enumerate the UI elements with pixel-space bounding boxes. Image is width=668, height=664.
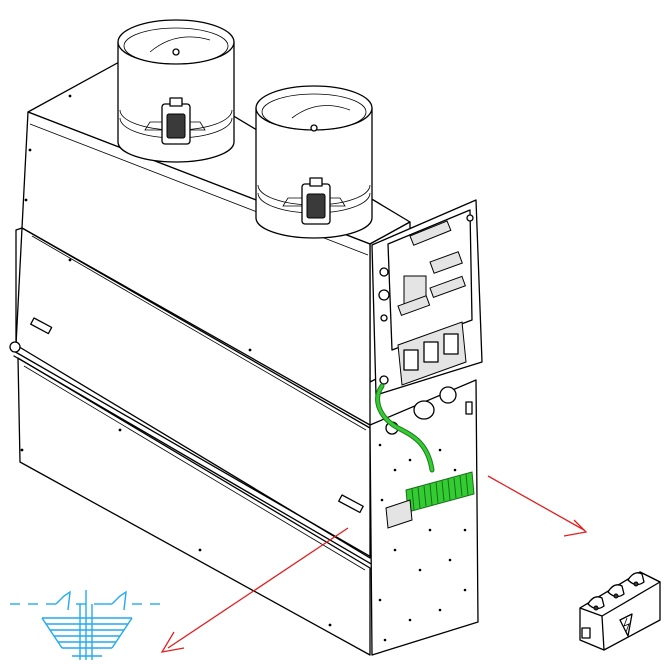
- arrow-to-fuse-holder: [487, 475, 585, 531]
- panel-screws: [20, 94, 332, 627]
- collar-2-body: [255, 107, 373, 239]
- callout-arrow-icon: [160, 475, 588, 653]
- terminal-block-icon: [385, 471, 475, 529]
- bottom-panel-top-edge: [23, 365, 366, 571]
- lid-handle-right: [338, 494, 364, 514]
- bottom-rod: [11, 349, 386, 566]
- unit-bottom-front-panel: [17, 357, 371, 656]
- fuse-symbol-icon: [10, 590, 160, 660]
- electrical-panel-lower: [369, 379, 479, 656]
- lid-handle-left: [30, 317, 53, 335]
- unit-lower-front-panel: [15, 227, 371, 559]
- lid-hinge-line: [31, 235, 367, 431]
- control-board-icon: [371, 199, 483, 396]
- damper-actuator-2: [282, 177, 346, 225]
- fuse-holder-icon: [579, 571, 661, 651]
- high-voltage-warning-icon: [619, 613, 633, 637]
- arrow-to-fuse-symbol: [167, 527, 349, 649]
- air-damper-collar-icon: [117, 19, 373, 239]
- rod-end-left: [9, 341, 21, 353]
- lower-panel-holes: [378, 443, 467, 642]
- pcb-board: [387, 209, 473, 351]
- bottom-rod-lower: [13, 355, 386, 573]
- damper-actuator-1: [144, 97, 206, 145]
- lid-left-edge: [15, 227, 23, 346]
- wiring-harness: [376, 384, 434, 472]
